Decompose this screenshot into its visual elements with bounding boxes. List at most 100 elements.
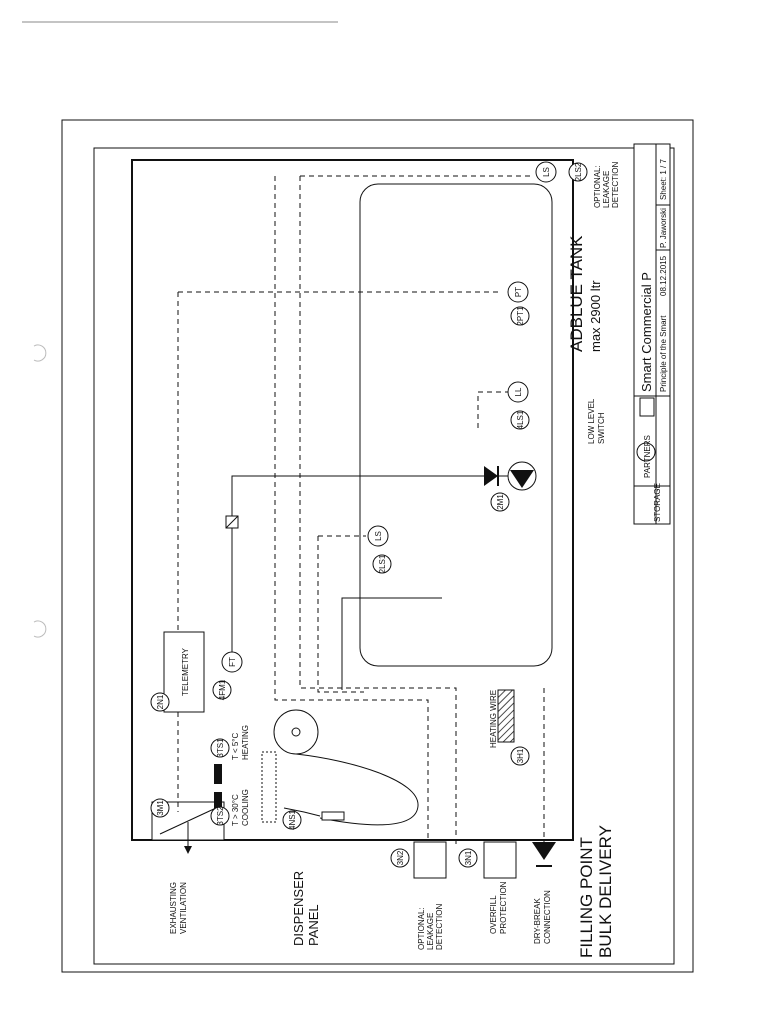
title-sheet: Sheet: 1 / 7: [659, 159, 668, 200]
tag-3h1-text: 3H1: [516, 748, 525, 763]
low-level-switch: [507, 381, 529, 403]
nozzle-holster: [261, 751, 277, 823]
thermostat-cooling-icon: [214, 792, 222, 812]
tag-4ns1-text: 4NS1: [288, 809, 297, 830]
tag-3ts1-text: 3TS1: [216, 738, 225, 758]
leakage-top-line3: DETECTION: [611, 162, 620, 208]
title-subtitle: Principle of the Smart: [659, 315, 668, 392]
suction-pipe: [341, 597, 442, 666]
ft-symbol-text: FT: [228, 657, 237, 667]
dispenser-label-line1: DISPENSER: [291, 871, 306, 946]
filling-point-line2: BULK DELIVERY: [596, 825, 615, 958]
low-level-line: [477, 391, 508, 428]
ls-mid-symbol-text: LS: [374, 531, 383, 541]
tag-2ls1: [372, 554, 392, 574]
tag-2ls2-text: 2LS2: [574, 162, 583, 181]
thermostat-heating-icon: [214, 764, 222, 784]
leakage-bottom-line1: OPTIONAL:: [417, 907, 426, 950]
overfill-label-line1: OVERFILL: [489, 895, 498, 934]
tag-2m1: [490, 492, 510, 512]
filling-point-line1: FILLING POINT: [577, 837, 596, 958]
overfill-box: [483, 841, 517, 879]
leakage-signal-line: [274, 176, 429, 842]
low-level-label-line1: LOW LEVEL: [587, 398, 596, 444]
nozzle: [321, 811, 345, 821]
tag-2ls1-text: 2LS1: [378, 554, 387, 573]
level-switch-line: [317, 536, 364, 693]
pressure-transmitter: [507, 281, 529, 303]
check-valve-icon: [484, 466, 498, 486]
nozzle-tip: [283, 807, 321, 817]
tag-2pt1: [510, 306, 530, 326]
outer-border: [61, 119, 694, 973]
tank-title-line1: ADBLUE TANK: [567, 235, 586, 352]
heating-label-line1: T < 5°C: [231, 732, 240, 760]
punch-hole-top: [33, 344, 47, 362]
tag-2m1-text: 2M1: [496, 494, 505, 510]
fan-arrow-icon: [184, 846, 192, 854]
heating-wire-label: HEATING WIRE: [489, 690, 498, 748]
tank-outline: [359, 183, 553, 667]
title-storage: STORAGE: [653, 483, 662, 522]
filter-diagonal: [225, 515, 239, 529]
leakage-bottom-line3: DETECTION: [435, 904, 444, 950]
partners-logo-icon: [636, 442, 656, 462]
delivery-pipe: [231, 475, 510, 660]
tag-2n1: [150, 692, 170, 712]
overfill-signal-line: [299, 176, 457, 845]
low-level-label-line2: SWITCH: [597, 412, 606, 444]
pt-symbol-text: PT: [514, 287, 523, 297]
tag-3ts2-text: 3TS2: [216, 806, 225, 826]
hose-reel-hub: [291, 727, 301, 737]
ls-top-symbol-text: LS: [542, 167, 551, 177]
tag-4fm1-text: 4FM1: [218, 679, 227, 700]
tag-3m1-text: 3M1: [156, 800, 165, 816]
cert-logo-icon: [639, 397, 655, 417]
title-block: [633, 143, 671, 525]
tag-4ls1-text: 4LS1: [516, 410, 525, 429]
tag-4fm1: [212, 680, 232, 700]
tag-3n2-text: 3N2: [396, 850, 405, 865]
exhausting-label-line2: VENTILATION: [179, 882, 188, 934]
hose: [295, 753, 419, 826]
level-switch-top: [535, 161, 557, 183]
tag-4ns1: [282, 810, 302, 830]
leakage-top-line1: OPTIONAL:: [593, 165, 602, 208]
dry-break-icon: [532, 842, 556, 860]
inner-border: [93, 147, 675, 965]
tag-3n1: [458, 848, 478, 868]
pump-triangle-icon: [510, 470, 534, 488]
dry-break-label-line2: CONNECTION: [543, 890, 552, 944]
overfill-label-line2: PROTECTION: [499, 881, 508, 934]
tag-3n2: [390, 848, 410, 868]
dispenser-label-line2: PANEL: [306, 904, 321, 946]
tag-3n1-text: 3N1: [464, 850, 473, 865]
cooling-label-line1: T > 30°C: [231, 794, 240, 826]
cooling-label-line2: COOLING: [241, 789, 250, 826]
tag-2ls2: [568, 162, 588, 182]
title-date: 08.12.2015: [659, 255, 668, 296]
tag-2pt1-text: 2PT1: [516, 306, 525, 326]
ll-symbol-text: LL: [514, 387, 523, 396]
heating-wire-element: [497, 689, 515, 743]
fan-diagonal: [159, 807, 217, 835]
title-partners: PARTNERS: [643, 435, 652, 478]
title-project: Smart Commercial P: [639, 272, 654, 392]
tag-3ts2: [210, 806, 230, 826]
tag-2n1-text: 2N1: [156, 694, 165, 709]
leakage-top-line2: LEAKAGE: [602, 171, 611, 208]
level-switch-mid: [367, 525, 389, 547]
tag-3h1: [510, 746, 530, 766]
tag-4ls1: [510, 410, 530, 430]
cabinet-outline: [131, 159, 574, 841]
telemetry-box: [163, 631, 205, 713]
tank-title-line2: max 2900 ltr: [588, 280, 603, 352]
tag-3ts1: [210, 738, 230, 758]
flow-transmitter: [221, 651, 243, 673]
dry-break-label-line1: DRY-BREAK: [533, 898, 542, 944]
leakage-detection-box: [413, 841, 447, 879]
leakage-bottom-line2: LEAKAGE: [426, 913, 435, 950]
telemetry-label: TELEMETRY: [181, 647, 190, 696]
